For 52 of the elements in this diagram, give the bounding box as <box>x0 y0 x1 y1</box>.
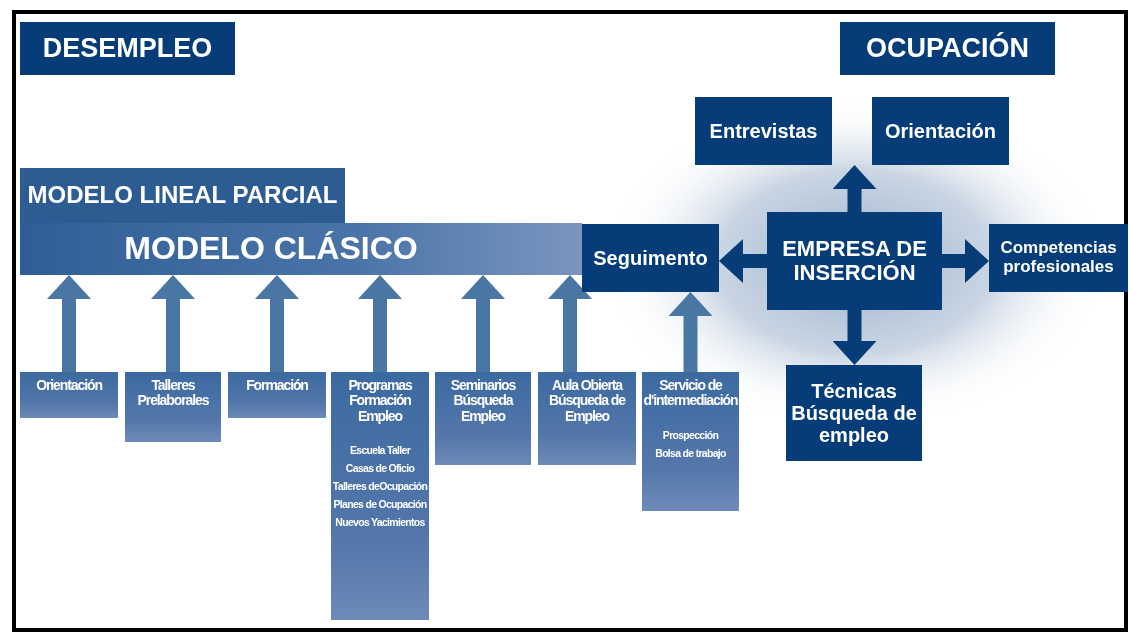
list-item: Bolsa de trabajo <box>655 445 726 461</box>
heading-box <box>20 22 235 75</box>
block-arrow <box>942 239 989 283</box>
box-label: Entrevistas <box>709 120 818 142</box>
activity-box <box>538 372 636 465</box>
box-label: Competencias profesionales <box>999 239 1118 277</box>
block-arrow <box>358 275 402 372</box>
box-label: OCUPACIÓN <box>866 33 1029 64</box>
activity-box <box>125 372 221 442</box>
box-label: Servicio de d'intermediación <box>642 378 739 409</box>
box-label: Seguimento <box>593 247 708 269</box>
box-label: EMPRESA DE INSERCIÓN <box>781 236 928 286</box>
block-arrow <box>255 275 299 372</box>
list-item: Escuela Taller <box>349 443 410 459</box>
process-box <box>989 224 1128 292</box>
list-item: Prospección <box>662 427 719 443</box>
process-box <box>582 224 719 292</box>
box-label: Orientación <box>884 120 997 142</box>
box-label: MODELO CLÁSICO <box>124 231 418 267</box>
block-arrow <box>832 310 877 365</box>
box-label: Formación <box>245 378 309 394</box>
model-band <box>20 223 582 275</box>
block-arrow <box>668 292 713 372</box>
box-label: Aula Obierta Búsqueda de Empleo <box>548 378 627 425</box>
process-box <box>695 97 832 165</box>
activity-box <box>331 372 429 620</box>
block-arrow <box>47 275 91 372</box>
central-box <box>767 212 942 310</box>
box-label: Seminarios Búsqueda Empleo <box>449 378 517 425</box>
activity-box <box>435 372 531 465</box>
box-label: Programas Formación Empleo <box>347 378 414 425</box>
list-item: Casas de Oficio <box>345 461 415 476</box>
process-box <box>872 97 1009 165</box>
block-arrow <box>461 275 505 372</box>
box-label: Técnicas Búsqueda de empleo <box>790 380 918 446</box>
list-item: Nuevos Yacimientos <box>335 514 425 530</box>
box-label: MODELO LINEAL PARCIAL <box>27 182 338 209</box>
model-tab <box>20 168 345 223</box>
activity-box <box>20 372 118 418</box>
activity-box <box>228 372 326 418</box>
process-box <box>786 365 922 461</box>
block-arrow <box>832 165 877 212</box>
block-arrow <box>719 239 767 283</box>
activity-box <box>642 372 739 511</box>
list-item: Talleres deOcupación <box>332 478 428 494</box>
heading-box <box>840 22 1055 75</box>
list-item: Planes de Ocupación <box>333 496 427 512</box>
block-arrow <box>151 275 195 372</box>
box-label: Orientación <box>35 378 103 394</box>
box-label: DESEMPLEO <box>42 33 213 64</box>
block-arrow <box>548 275 592 372</box>
box-label: Talleres Prelaborales <box>136 378 210 409</box>
